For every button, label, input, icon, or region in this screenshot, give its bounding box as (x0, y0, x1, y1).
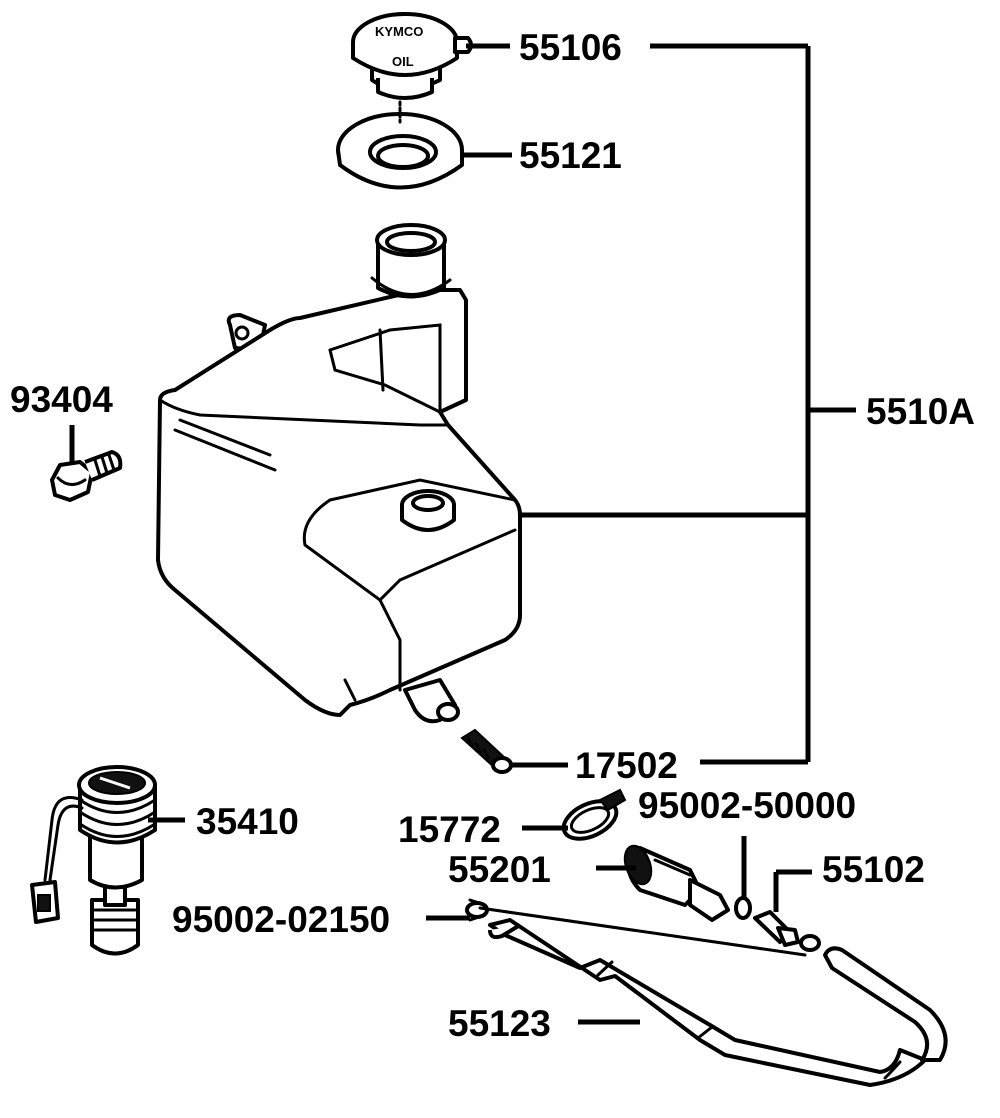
gasket (336, 100, 464, 190)
cap-brand-text: KYMCO (375, 24, 423, 39)
oil-filter (623, 844, 730, 922)
label-95002-50000: 95002-50000 (638, 785, 856, 826)
filler-cap: KYMCO OIL (351, 12, 473, 100)
hose-joint (753, 910, 821, 952)
label-55121: 55121 (519, 135, 622, 176)
hose (478, 906, 948, 1087)
label-55102: 55102 (822, 849, 925, 890)
oil-tank (156, 223, 522, 724)
label-95002-02150: 95002-02150 (172, 899, 390, 940)
label-55201: 55201 (448, 849, 551, 890)
bolt (50, 450, 123, 502)
label-93404: 93404 (10, 379, 113, 420)
small-clip (734, 896, 752, 920)
part-labels: 55106 55121 5510A 93404 17502 35410 1577… (10, 27, 975, 1044)
label-55123: 55123 (448, 1003, 551, 1044)
cap-oil-text: OIL (392, 54, 414, 69)
label-17502: 17502 (575, 745, 678, 786)
label-55106: 55106 (519, 27, 622, 68)
label-35410: 35410 (196, 801, 299, 842)
label-5510a: 5510A (866, 391, 975, 432)
leader-lines (69, 43, 856, 1025)
oil-level-switch (30, 765, 157, 956)
hose-clamp (561, 788, 627, 841)
banjo-screw (460, 728, 513, 774)
label-15772: 15772 (398, 809, 501, 850)
